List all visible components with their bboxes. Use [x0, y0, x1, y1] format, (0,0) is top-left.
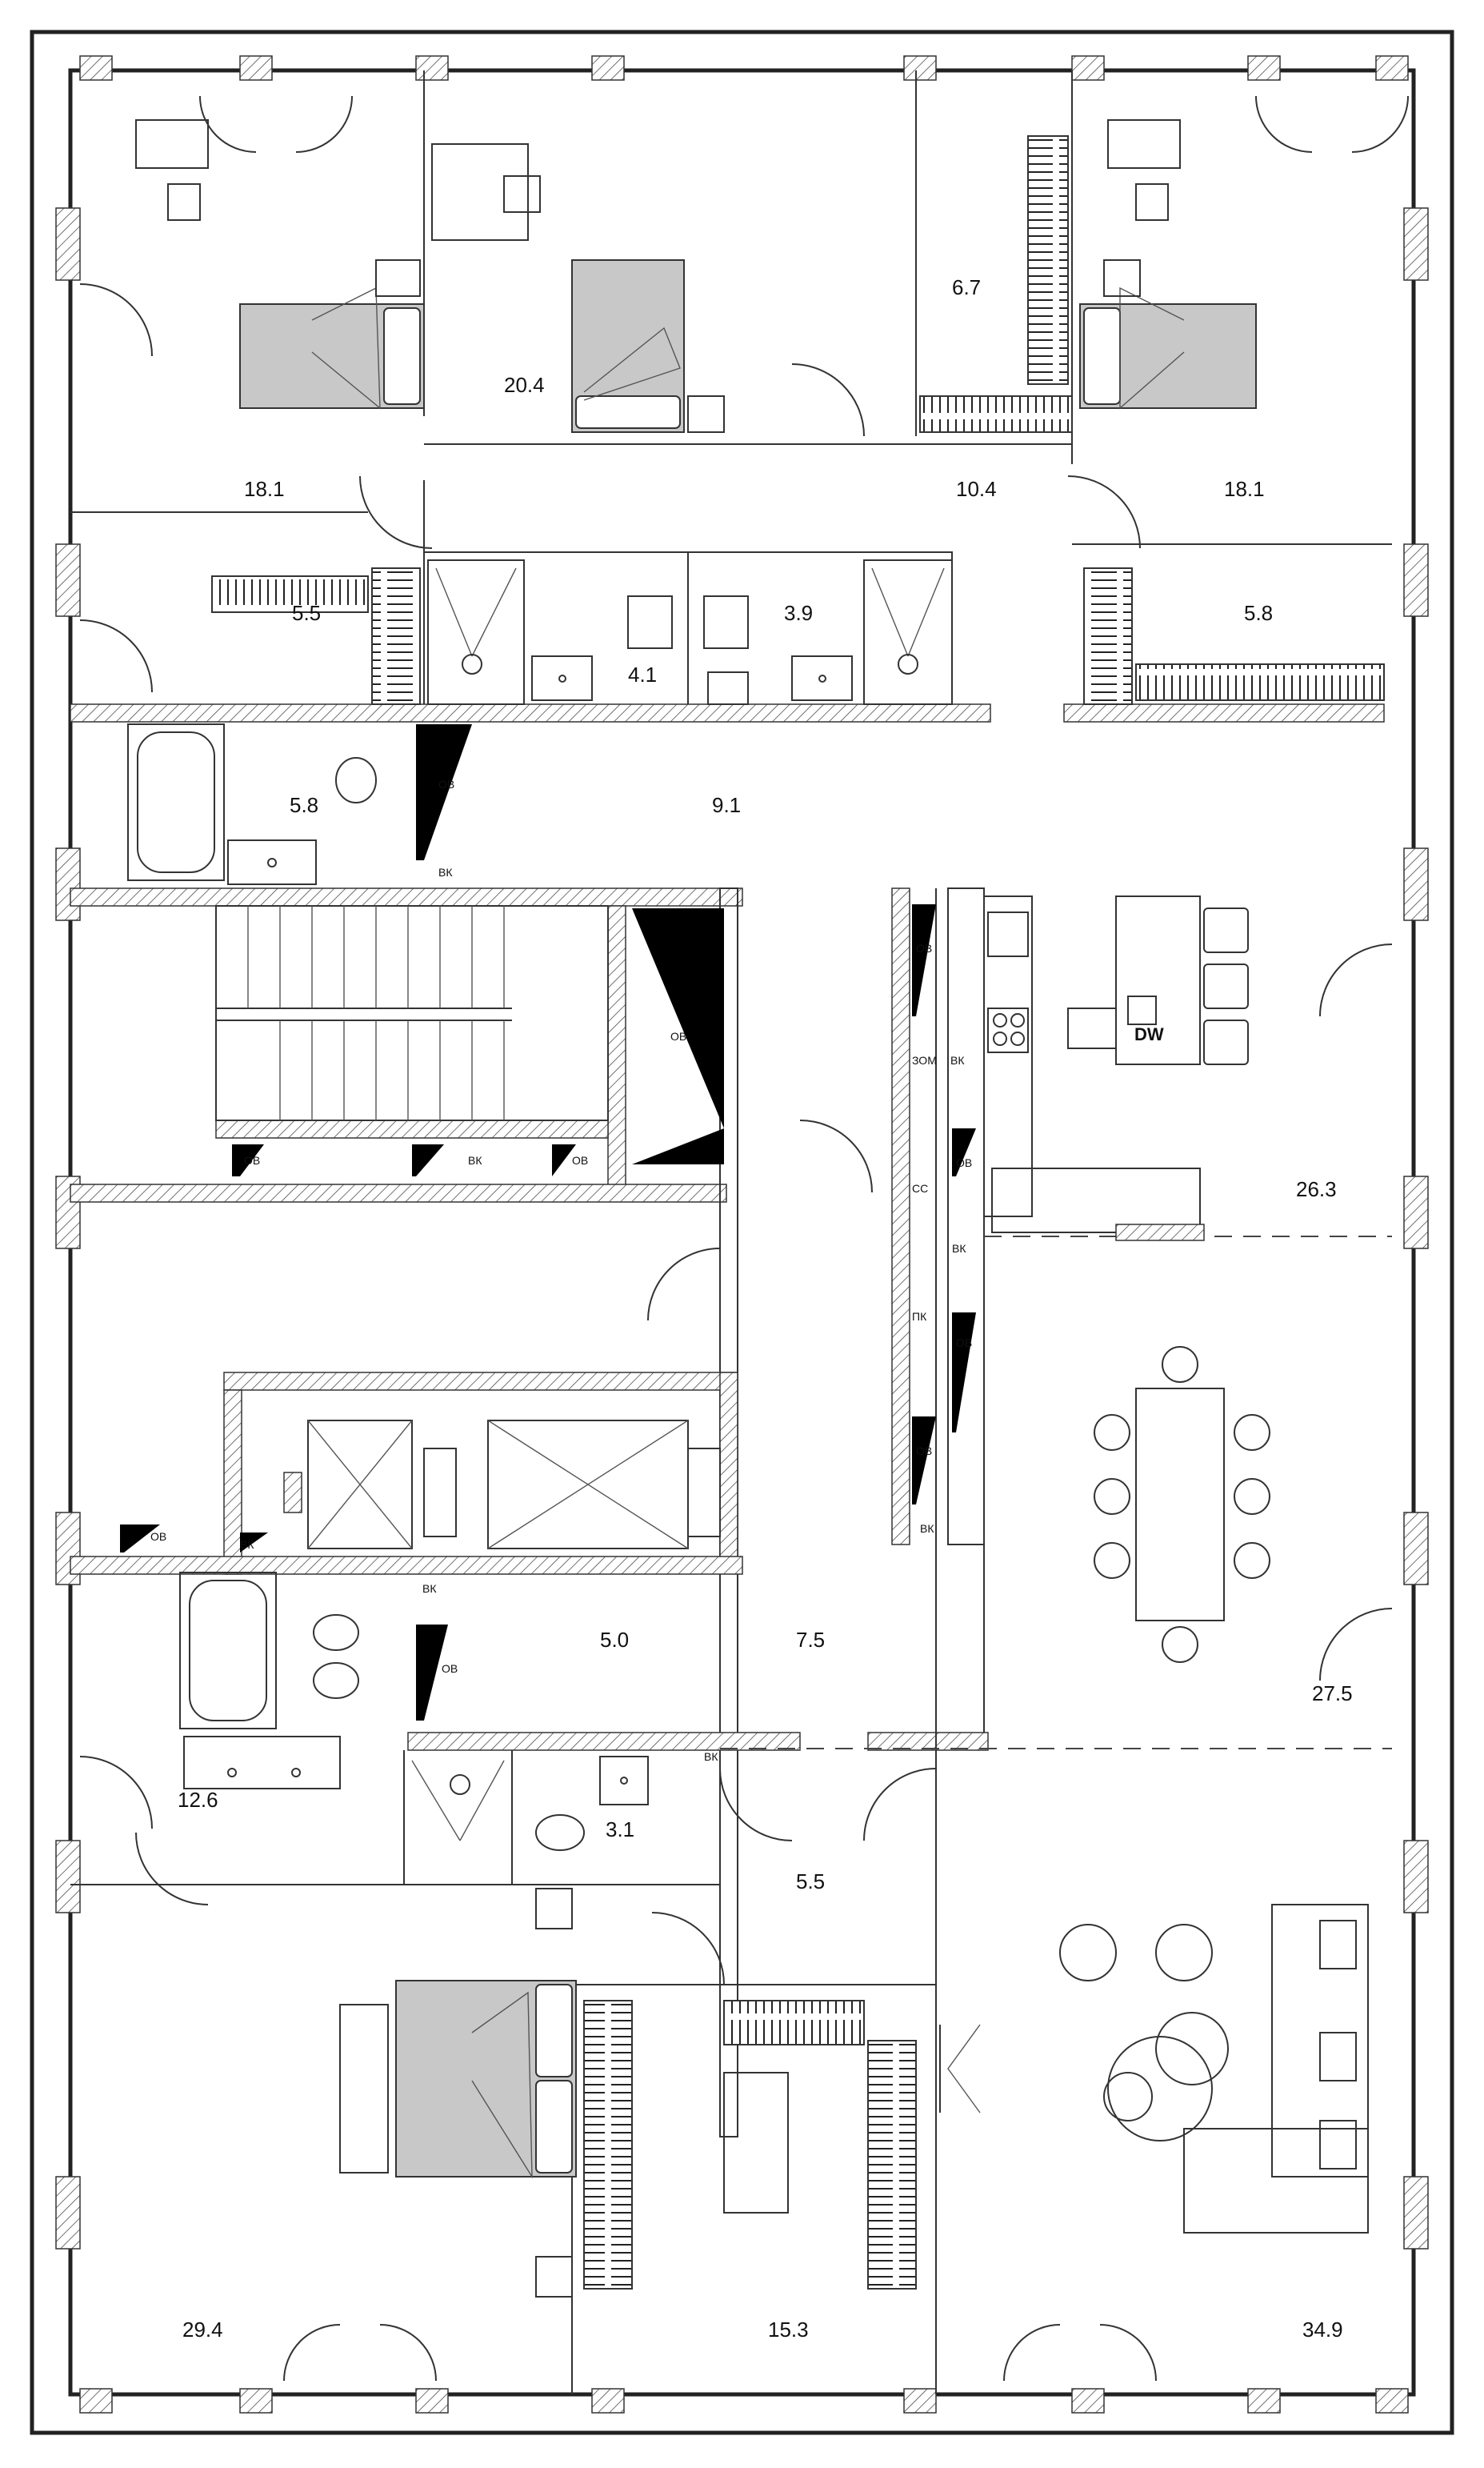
tag-vk: ВК: [704, 1750, 718, 1763]
tag-vk: ВК: [920, 1522, 934, 1535]
tag-ov: ОВ: [670, 1030, 686, 1043]
interior-walls: [70, 70, 1392, 2394]
dining-table: [1094, 1346, 1270, 1663]
bath-band: [427, 559, 953, 705]
tag-vk: ВК: [468, 1154, 482, 1167]
bedroom-right-top: [1079, 119, 1257, 410]
bath-small: [411, 1756, 649, 1851]
room-area-r3: 18.1: [244, 477, 285, 501]
zone-dividers: [720, 1236, 1392, 1749]
tag-dw: DW: [1134, 1024, 1164, 1044]
room-area-r15: 7.5: [796, 1628, 825, 1652]
room-area-r8: 3.9: [784, 601, 813, 625]
room-area-r10: 5.8: [290, 793, 318, 817]
shaft-tags: ОВ ВК ОВ ОВ ВК ОВ ОВ ЗОМ ВК СС ОВ ВК ПК …: [150, 778, 1164, 1763]
tag-vk: ВК: [438, 866, 453, 879]
living-furniture: [939, 1904, 1369, 2234]
bath-lower-left: [179, 1572, 359, 1789]
tag-ov: ОВ: [956, 1156, 972, 1169]
wardrobe-top-right: [919, 135, 1073, 433]
room-area-r5: 18.1: [1224, 477, 1265, 501]
tag-ov: ОВ: [916, 942, 932, 955]
tag-ov: ОВ: [916, 1444, 932, 1457]
room-area-r9: 5.8: [1244, 601, 1273, 625]
wardrobes-mid: [211, 567, 1385, 705]
tag-vk: ВК: [240, 1538, 254, 1551]
bedroom-left-top: [135, 119, 425, 410]
bedroom-center-top: [431, 143, 725, 433]
room-area-r11: 9.1: [712, 793, 741, 817]
bottom-columns: [79, 2388, 1409, 2414]
elevators: [283, 1420, 721, 1549]
service-shafts: [120, 724, 976, 1721]
room-area-r13: 27.5: [1312, 1681, 1353, 1705]
room-area-r20: 15.3: [768, 2318, 809, 2342]
tag-ov: ОВ: [438, 778, 454, 791]
room-area-r16: 12.6: [178, 1788, 218, 1812]
room-area-r7: 4.1: [628, 663, 657, 687]
outer-walls: [30, 30, 1454, 2435]
room-area-r2: 6.7: [952, 275, 981, 299]
doors: [79, 95, 1409, 2382]
top-columns: [79, 55, 1409, 81]
room-labels: 20.4 6.7 18.1 10.4 18.1 5.5 4.1 3.9 5.8 …: [178, 275, 1353, 2342]
room-area-r19: 29.4: [182, 2318, 223, 2342]
room-area-r14: 5.0: [600, 1628, 629, 1652]
tag-ov: ОВ: [244, 1154, 260, 1167]
room-area-r1: 20.4: [504, 373, 545, 397]
tag-zom: ЗОМ: [912, 1054, 937, 1067]
room-area-r6: 5.5: [292, 601, 321, 625]
bath-left: [127, 723, 377, 885]
tag-ss: СС: [912, 1182, 928, 1195]
kitchen: [983, 895, 1249, 1241]
tag-pk: ПК: [912, 1310, 927, 1323]
right-columns: [1403, 207, 1429, 2250]
tag-ov: ОВ: [150, 1530, 166, 1543]
staircase: [215, 905, 609, 1121]
room-area-r4: 10.4: [956, 477, 997, 501]
tag-ov: ОВ: [956, 1336, 972, 1349]
master-bedroom: [339, 1888, 917, 2298]
tag-ov: ОВ: [442, 1662, 458, 1675]
tag-vk: ВК: [952, 1242, 966, 1255]
room-area-r18: 5.5: [796, 1869, 825, 1893]
room-area-r12: 26.3: [1296, 1177, 1337, 1201]
room-area-r17: 3.1: [606, 1817, 634, 1841]
room-area-r21: 34.9: [1302, 2318, 1343, 2342]
tag-vk: ВК: [422, 1582, 437, 1595]
tag-vk: ВК: [950, 1054, 965, 1067]
left-columns: [55, 207, 81, 2250]
tag-ov: ОВ: [572, 1154, 588, 1167]
